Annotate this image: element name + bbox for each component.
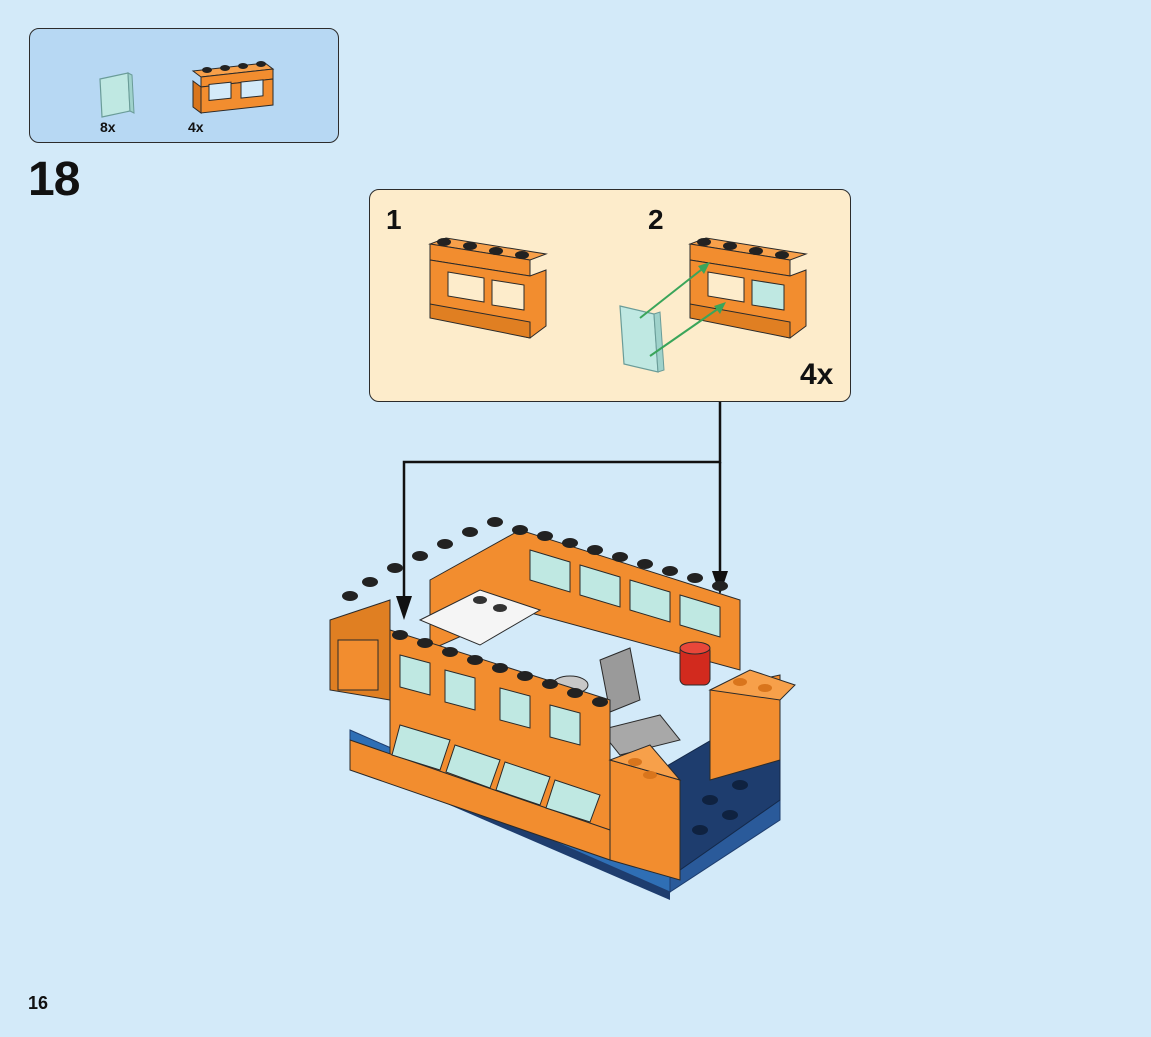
substep-1-window-frame-icon bbox=[428, 237, 548, 339]
substep-box: 1 2 4x bbox=[369, 189, 851, 402]
substep-multiplier: 4x bbox=[800, 358, 834, 391]
step-number: 18 bbox=[28, 153, 80, 206]
substep-2-assembly-icon bbox=[619, 237, 808, 373]
substep-2-number: 2 bbox=[648, 204, 664, 235]
glass-pane-quantity: 8x bbox=[100, 119, 116, 135]
window-frame-quantity: 4x bbox=[188, 119, 204, 135]
boat-cabin-model bbox=[329, 517, 796, 900]
glass-pane-icon bbox=[99, 72, 135, 118]
window-frame-brick-icon bbox=[191, 61, 275, 114]
page-number: 16 bbox=[28, 993, 49, 1013]
substep-1-number: 1 bbox=[386, 204, 402, 235]
parts-list-box: 8x 4x bbox=[29, 28, 339, 143]
